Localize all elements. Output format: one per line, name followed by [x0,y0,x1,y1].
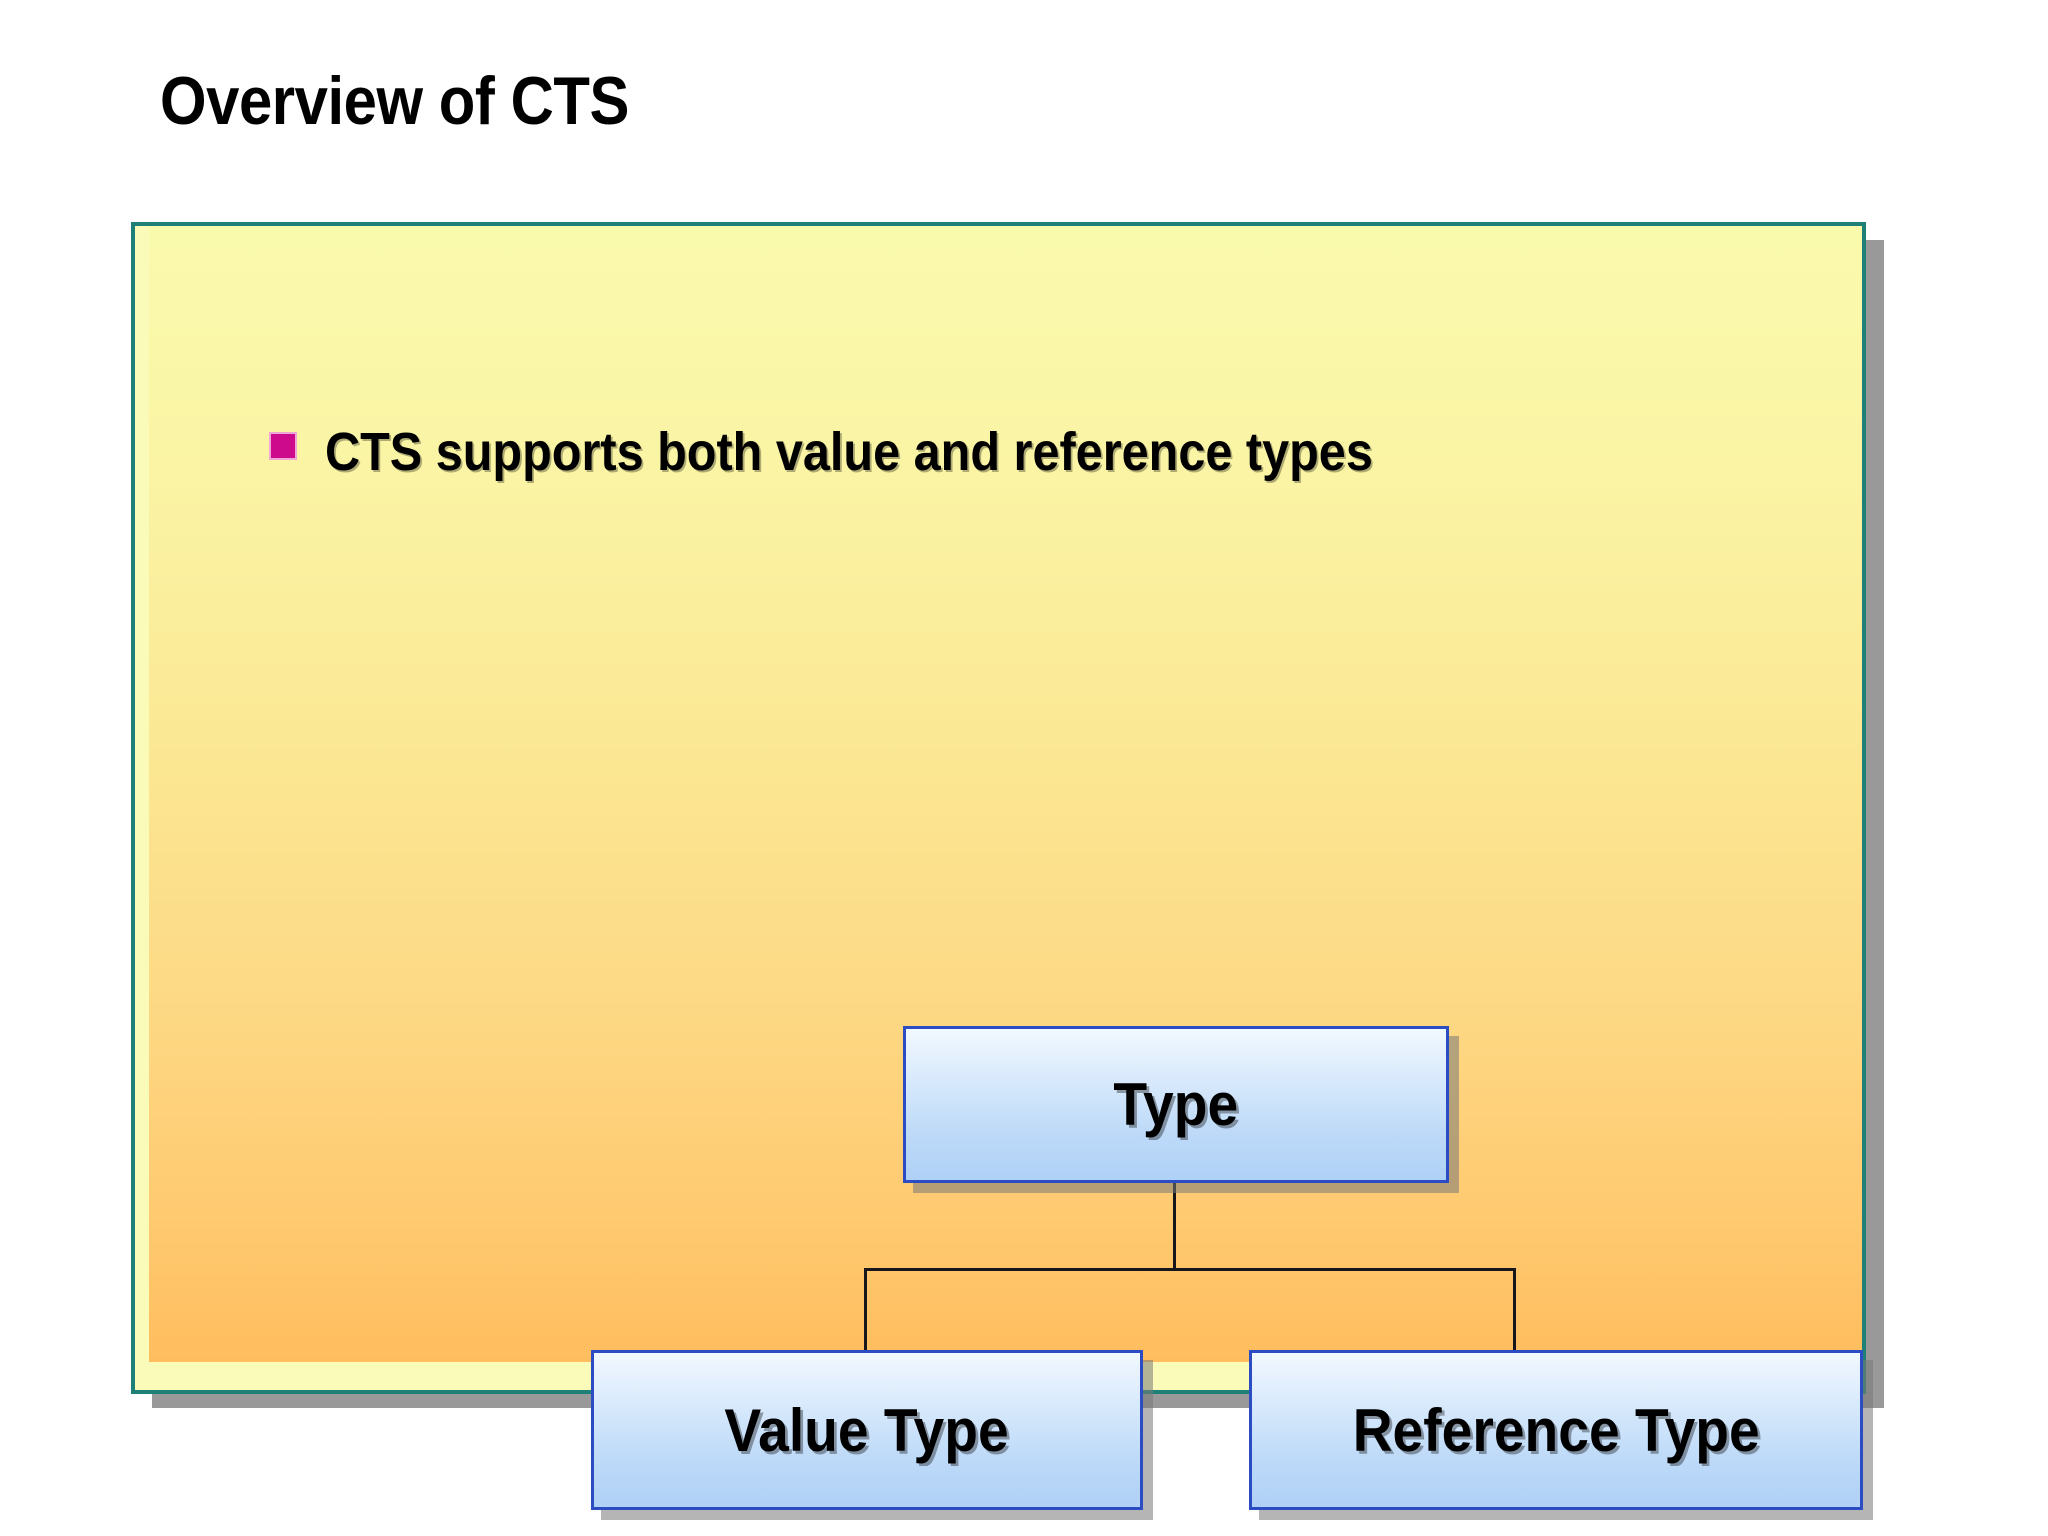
connector-drop-left [864,1268,867,1353]
diagram-node-type: Type [903,1026,1449,1183]
diagram-node-reference-type: Reference Type [1249,1350,1863,1510]
content-panel-gradient: CTS supports both value and reference ty… [149,226,1863,1510]
type-hierarchy-diagram: Type Value Type Reference Type [149,226,1863,1510]
page-title: Overview of CTS [160,63,629,139]
diagram-node-type-label: Type [1113,1071,1239,1138]
content-panel: CTS supports both value and reference ty… [131,222,1866,1510]
connector-root-stem [1173,1183,1176,1271]
connector-drop-right [1513,1268,1516,1353]
connector-horizontal-bar [864,1268,1516,1271]
bullet-list-item: CTS supports both value and reference ty… [269,421,1489,483]
diagram-node-value-type: Value Type [591,1350,1143,1510]
square-bullet-icon [269,432,297,460]
bullet-item-label: CTS supports both value and reference ty… [325,422,1373,482]
